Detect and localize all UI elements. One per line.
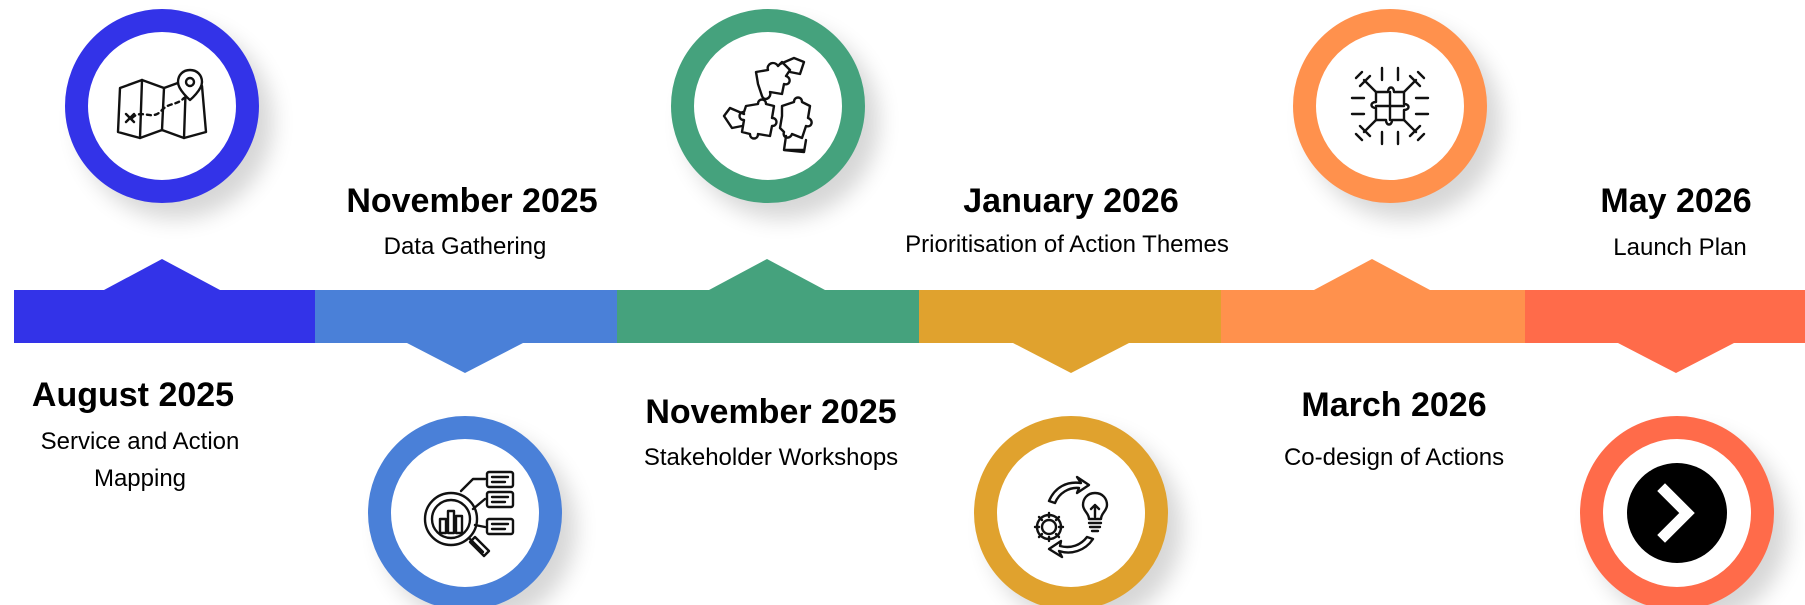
milestone-1-date: August 2025 — [31, 376, 235, 414]
segment-5 — [1221, 259, 1525, 343]
milestone-3-date: November 2025 — [645, 393, 897, 431]
milestone-4-label: Prioritisation of Action Themes — [905, 231, 1229, 258]
milestone-5-date: March 2026 — [1301, 386, 1487, 424]
chevron-right-icon — [1627, 463, 1727, 563]
segment-6 — [1525, 290, 1805, 373]
milestone-6-circle — [1580, 416, 1774, 605]
milestone-5-label: Co-design of Actions — [1283, 444, 1505, 471]
milestone-2-label: Data Gathering — [383, 233, 547, 260]
milestone-5-circle — [1293, 9, 1487, 203]
segment-3 — [617, 259, 919, 343]
map-icon — [116, 68, 208, 140]
milestone-4-date: January 2026 — [963, 182, 1179, 220]
segment-4 — [919, 290, 1221, 373]
puzzle-hands-icon — [722, 56, 813, 154]
milestone-1-circle — [65, 9, 259, 203]
milestone-6-label: Launch Plan — [1613, 234, 1747, 261]
milestone-2-date: November 2025 — [346, 182, 598, 220]
segment-1 — [14, 259, 315, 343]
ideas-cycle-icon — [1033, 475, 1109, 559]
milestone-4-circle — [974, 416, 1168, 605]
segment-2 — [315, 290, 617, 373]
milestone-3-label: Stakeholder Workshops — [643, 444, 899, 471]
milestone-1-label: Service and Action Mapping — [40, 428, 240, 492]
milestone-6-date: May 2026 — [1600, 182, 1752, 220]
milestone-2-circle — [368, 416, 562, 605]
data-analysis-icon — [423, 470, 515, 558]
milestone-3-circle — [671, 9, 865, 203]
collaboration-puzzle-icon — [1350, 66, 1430, 146]
